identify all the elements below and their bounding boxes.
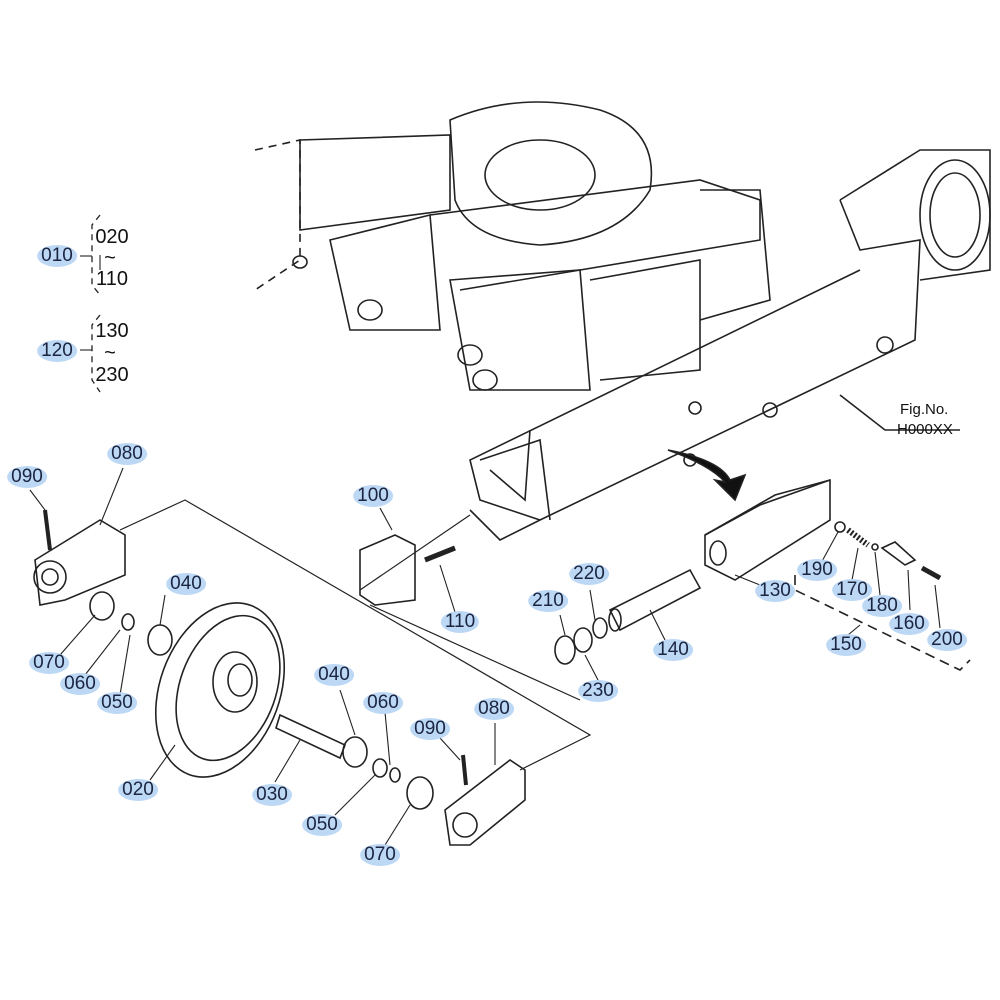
figure-number: H000XX [897,421,953,438]
callout-050[interactable]: 050 [97,692,137,714]
callout-020[interactable]: 020 [118,779,158,801]
bracket-left [33,509,126,606]
range-separator: ~ [104,342,116,364]
callout-140[interactable]: 140 [653,639,693,661]
idler-wheel [154,602,286,778]
callout-060[interactable]: 060 [60,673,100,695]
callout-180[interactable]: 180 [862,595,902,617]
callout-120[interactable]: 120 [37,340,77,362]
range-start-020: 020 [95,226,129,248]
callout-070[interactable]: 070 [29,652,69,674]
callout-200[interactable]: 200 [927,629,967,651]
callout-110[interactable]: 110 [440,611,480,633]
callout-030[interactable]: 030 [252,784,292,806]
range-start-130: 130 [95,320,129,342]
callout-070[interactable]: 070 [360,844,400,866]
range-end-110: 110 [96,268,128,290]
range-end-230: 230 [95,364,129,386]
callout-100[interactable]: 100 [353,485,393,507]
callout-160[interactable]: 160 [889,613,929,635]
callout-130[interactable]: 130 [755,580,795,602]
callout-190[interactable]: 190 [797,559,837,581]
callout-220[interactable]: 220 [569,563,609,585]
callout-050[interactable]: 050 [302,814,342,836]
callout-080[interactable]: 080 [474,698,514,720]
callout-090[interactable]: 090 [7,466,47,488]
callout-080[interactable]: 080 [107,443,147,465]
range-separator: ~ [104,247,116,269]
callout-040[interactable]: 040 [166,573,206,595]
arrow-graphic [667,449,747,502]
callout-170[interactable]: 170 [832,579,872,601]
callout-040[interactable]: 040 [314,664,354,686]
callout-090[interactable]: 090 [410,718,450,740]
callout-210[interactable]: 210 [528,590,568,612]
callout-010[interactable]: 010 [37,245,77,267]
figure-label: Fig.No. [900,401,949,418]
callout-060[interactable]: 060 [363,692,403,714]
callout-150[interactable]: 150 [826,634,866,656]
track-frame [254,101,991,541]
callout-230[interactable]: 230 [578,680,618,702]
